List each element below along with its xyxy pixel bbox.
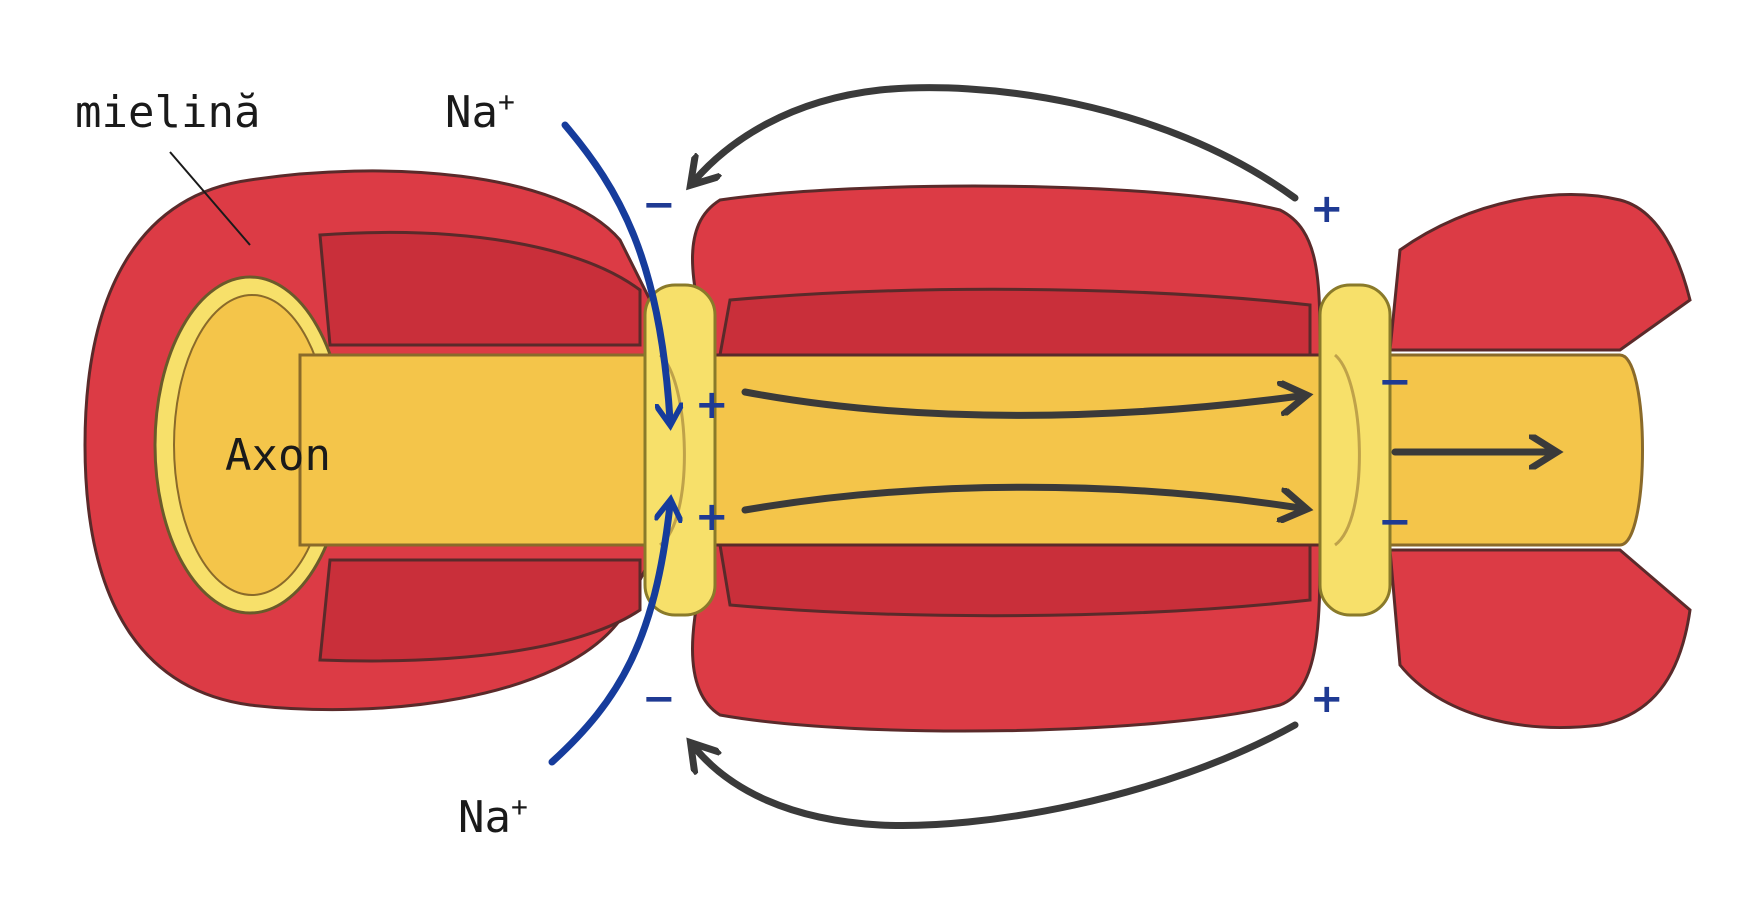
charge-minus-node2-bottom: − xyxy=(1378,499,1412,545)
external-current-arrow-top xyxy=(695,84,1299,202)
na-label-bottom: Na+ xyxy=(458,790,528,843)
na-influx-arrow-bottom xyxy=(548,505,670,766)
charge-plus-node1-bottom: + xyxy=(695,494,729,540)
myelin-label: mielină xyxy=(75,87,260,138)
internal-current-arrow-bottom xyxy=(741,483,1300,510)
myelin-leader-line xyxy=(169,151,251,246)
charge-minus-node2-top: − xyxy=(1378,359,1412,405)
myelin-segment-middle xyxy=(691,184,1322,733)
charge-plus-top-right: + xyxy=(1310,186,1344,232)
na-charge-top: + xyxy=(498,85,515,118)
charge-minus-bottom-left: − xyxy=(642,676,676,722)
axon-label: Axon xyxy=(225,430,331,481)
na-label-top: Na+ xyxy=(445,85,515,138)
na-influx-arrow-top xyxy=(561,121,670,420)
charge-plus-bottom-right: + xyxy=(1310,676,1344,722)
external-current-arrow-bottom xyxy=(695,721,1299,829)
node-of-ranvier-1 xyxy=(643,283,717,617)
charge-plus-node1-top: + xyxy=(695,382,729,428)
charge-minus-top-left: − xyxy=(642,182,676,228)
node-of-ranvier-2 xyxy=(1318,283,1392,617)
na-charge-bottom: + xyxy=(511,790,528,823)
internal-current-arrow-top xyxy=(741,392,1300,419)
myelin-segment-right xyxy=(1388,192,1692,729)
